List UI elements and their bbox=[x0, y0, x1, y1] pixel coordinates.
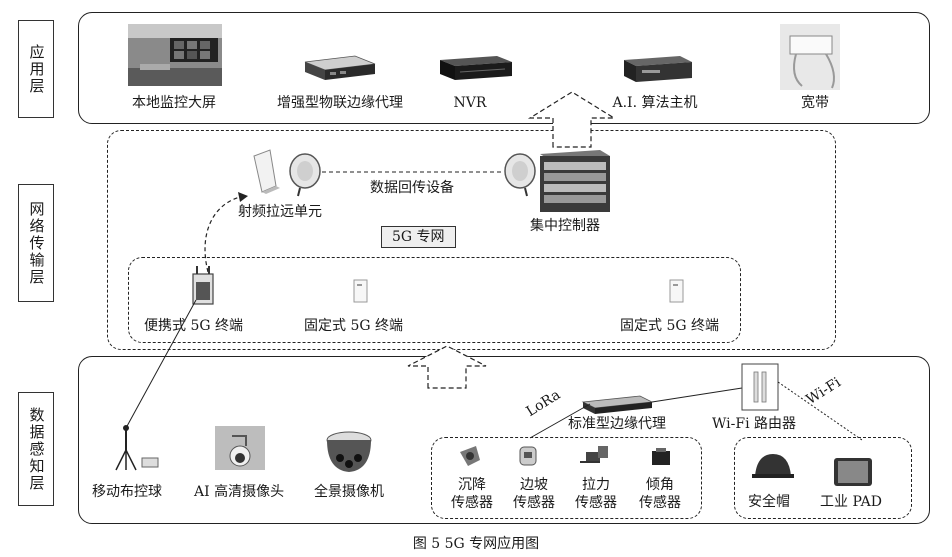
sensor-label-settlement: 沉降传感器 bbox=[451, 477, 493, 511]
standard-edge-proxy-icon bbox=[581, 395, 654, 414]
rru-icon bbox=[253, 149, 280, 194]
wifi-link bbox=[777, 381, 863, 441]
layer-label-application: 应用层 bbox=[18, 20, 54, 118]
slope-sensor-icon bbox=[519, 446, 537, 466]
perception-layer-frame bbox=[78, 356, 930, 524]
sensor-group-frame bbox=[431, 437, 702, 519]
nvr-icon bbox=[440, 56, 512, 80]
app-item-nvr: NVR bbox=[453, 95, 487, 111]
sensor-label-tension: 拉力传感器 bbox=[575, 477, 617, 511]
industrial-pad-icon bbox=[834, 458, 872, 486]
private-network-label: 5G 专网 bbox=[381, 226, 456, 248]
edge-proxy-label: 标准型边缘代理 bbox=[568, 416, 666, 432]
lora-link bbox=[529, 403, 591, 439]
device-label-panoramic-camera: 全景摄像机 bbox=[314, 484, 384, 500]
tilt-sensor-icon bbox=[652, 448, 670, 465]
app-item-monitoring-screen: 本地监控大屏 bbox=[132, 95, 216, 111]
panoramic-camera-icon bbox=[326, 431, 372, 472]
rru-uplink-arrow bbox=[204, 195, 245, 273]
uplink-arrow-application bbox=[527, 91, 617, 148]
figure-caption: 图 5 5G 专网应用图 bbox=[412, 536, 540, 552]
antenna-dish-left-icon bbox=[289, 153, 321, 197]
app-item-broadband: 宽带 bbox=[801, 95, 829, 111]
wifi-router-label: Wi-Fi 路由器 bbox=[712, 416, 796, 432]
layer-label-perception: 数据感知层 bbox=[18, 392, 54, 506]
tension-sensor-icon bbox=[580, 446, 608, 463]
antenna-dish-right-icon bbox=[504, 153, 536, 197]
sensor-label-slope: 边坡传感器 bbox=[513, 477, 555, 511]
device-label-ai-camera: AI 高清摄像头 bbox=[194, 484, 285, 500]
fixed-terminal-icon-1 bbox=[353, 279, 368, 303]
application-layer-frame bbox=[78, 12, 930, 124]
sensor-label-tilt: 倾角传感器 bbox=[639, 477, 681, 511]
central-controller-label: 集中控制器 bbox=[530, 218, 600, 234]
terminal-label-portable: 便携式 5G 终端 bbox=[144, 318, 243, 334]
app-item-enhanced-edge-proxy: 增强型物联边缘代理 bbox=[277, 95, 403, 111]
wifi-device-group-frame bbox=[734, 437, 912, 519]
safety-helmet-icon bbox=[752, 454, 794, 478]
device-label-pad: 工业 PAD bbox=[820, 494, 882, 510]
terminal-group-frame bbox=[128, 257, 741, 343]
settlement-sensor-icon bbox=[460, 446, 480, 466]
wifi-router-icon bbox=[741, 363, 779, 411]
terminal-label-fixed-1: 固定式 5G 终端 bbox=[304, 318, 403, 334]
central-controller-icon bbox=[540, 150, 610, 212]
ai-camera-icon bbox=[215, 426, 265, 470]
rru-label: 射频拉远单元 bbox=[238, 204, 322, 220]
proxy-wifi-link bbox=[651, 387, 743, 403]
mobile-ball-link bbox=[125, 299, 197, 429]
broadband-router-icon bbox=[780, 24, 840, 90]
mobile-control-ball-icon bbox=[115, 425, 159, 471]
network-layer-frame bbox=[107, 130, 836, 350]
terminal-label-fixed-2: 固定式 5G 终端 bbox=[620, 318, 719, 334]
layer-label-network: 网络传输层 bbox=[18, 184, 54, 302]
fixed-terminal-icon-2 bbox=[669, 279, 684, 303]
app-item-ai-host: A.I. 算法主机 bbox=[612, 95, 698, 111]
uplink-arrow-network bbox=[407, 345, 487, 389]
portable-terminal-icon bbox=[192, 266, 214, 305]
ai-host-icon bbox=[624, 56, 692, 82]
device-label-helmet: 安全帽 bbox=[748, 494, 790, 510]
backhaul-label: 数据回传设备 bbox=[370, 180, 454, 196]
monitoring-screen-icon bbox=[128, 24, 222, 86]
enhanced-edge-proxy-icon bbox=[304, 55, 376, 80]
device-label-mobile-ball: 移动布控球 bbox=[92, 484, 162, 500]
